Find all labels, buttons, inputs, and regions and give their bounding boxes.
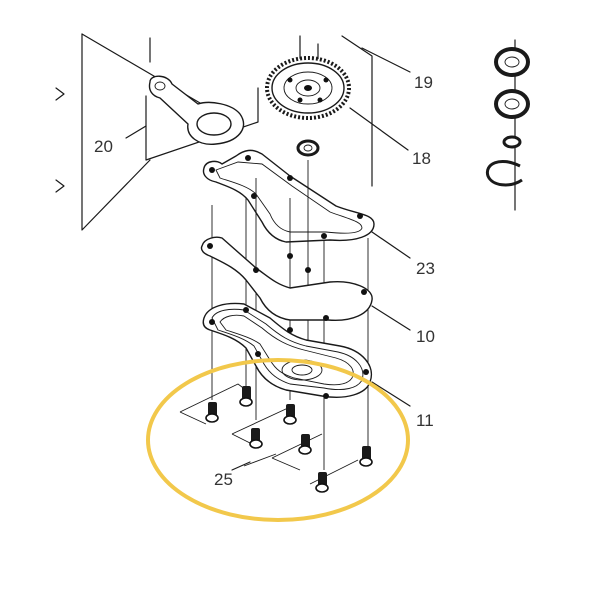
screw	[315, 472, 329, 493]
label-part-25: 25	[214, 470, 233, 489]
label-part-11: 11	[416, 411, 434, 430]
part-10-plate	[200, 236, 411, 331]
screw	[298, 434, 312, 455]
screw	[283, 404, 297, 425]
part-25-screws	[179, 383, 373, 493]
screw	[205, 402, 219, 423]
guide-lines	[211, 160, 369, 470]
label-part-23: 23	[416, 259, 435, 278]
highlight-ellipse	[146, 358, 410, 522]
part-19-gear	[265, 35, 351, 120]
leader-lines-upper	[341, 35, 411, 187]
part-18-bearing	[296, 139, 320, 157]
part-20-arm	[125, 75, 259, 161]
screw	[359, 446, 373, 467]
screw	[239, 386, 253, 407]
screw	[249, 428, 263, 449]
label-part-19: 19	[414, 73, 433, 92]
part-23-gasket	[202, 149, 411, 259]
label-part-10: 10	[416, 327, 435, 346]
label-part-18: 18	[412, 149, 431, 168]
right-side-parts	[485, 39, 530, 211]
label-part-20: 20	[94, 137, 113, 156]
